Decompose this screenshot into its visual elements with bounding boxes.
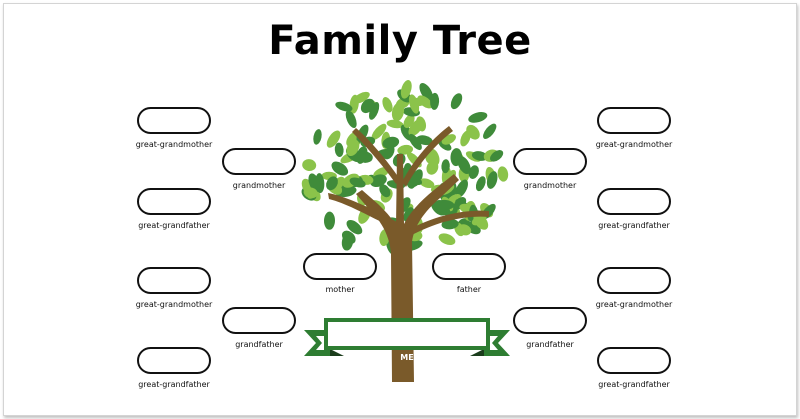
leaf <box>335 101 353 112</box>
leaf <box>313 129 322 145</box>
right-great-grandfather-top-label: great-grandfather <box>598 221 670 230</box>
left-great-grandmother-bottom-label: great-grandmother <box>135 300 213 309</box>
tree-branch-right <box>408 210 489 236</box>
tree-branch-upper-left <box>352 128 399 184</box>
leaf <box>302 159 317 172</box>
mother-label: mother <box>325 285 355 294</box>
left-great-grandmother-top-box[interactable] <box>137 107 211 134</box>
leaf <box>382 96 393 113</box>
leaf <box>468 165 479 179</box>
leaf <box>323 211 336 230</box>
leaf <box>371 123 387 140</box>
leaf <box>357 151 373 163</box>
leaf <box>400 79 412 99</box>
right-great-grandfather-bottom-box[interactable] <box>597 347 671 374</box>
leaf <box>408 94 420 114</box>
right-grandmother-label: grandmother <box>523 181 577 190</box>
right-grandfather-box[interactable] <box>513 307 587 334</box>
leaf <box>457 156 471 175</box>
leaf <box>369 174 387 187</box>
leaf <box>427 148 440 166</box>
left-great-grandmother-top-label: great-grandmother <box>135 140 213 149</box>
leaf <box>341 230 356 244</box>
left-grandmother-box[interactable] <box>222 148 296 175</box>
tree-trunk <box>356 154 459 382</box>
leaf <box>345 110 357 129</box>
leaf <box>346 139 360 157</box>
leaf <box>408 133 422 151</box>
leaf <box>483 123 497 139</box>
leaf <box>486 171 498 189</box>
left-great-grandmother-bottom-box[interactable] <box>137 267 211 294</box>
right-great-grandfather-top-box[interactable] <box>597 188 671 215</box>
leaf <box>497 166 509 182</box>
me-label: ME <box>400 353 414 362</box>
leaf <box>438 233 456 246</box>
me-ribbon <box>304 318 510 356</box>
leaf <box>360 98 375 114</box>
leaf <box>438 139 452 151</box>
left-grandfather-box[interactable] <box>222 307 296 334</box>
leaf <box>334 142 344 157</box>
leaf <box>391 102 405 122</box>
leaf <box>349 177 366 188</box>
left-great-grandfather-bottom-label: great-grandfather <box>138 380 210 389</box>
leaf <box>431 200 447 216</box>
leaf <box>326 130 341 148</box>
leaf <box>419 178 435 189</box>
leaf <box>460 130 471 147</box>
leaf <box>386 119 404 129</box>
leaf <box>475 176 486 192</box>
tree-branch-upper-right <box>402 126 453 187</box>
tree-branch-left <box>328 193 397 229</box>
left-great-grandfather-top-label: great-grandfather <box>138 221 210 230</box>
right-great-grandfather-bottom-label: great-grandfather <box>598 380 670 389</box>
leaf <box>441 159 450 174</box>
left-grandmother-label: grandmother <box>232 181 286 190</box>
leaf <box>419 83 433 101</box>
left-great-grandfather-top-box[interactable] <box>137 188 211 215</box>
family-tree-chart: Family Tree ME great-grandmother great-g… <box>3 3 797 416</box>
leaf <box>331 161 349 176</box>
left-grandfather-label: grandfather <box>235 340 283 349</box>
leaf <box>369 102 380 120</box>
leaf <box>473 213 489 230</box>
left-great-grandfather-bottom-box[interactable] <box>137 347 211 374</box>
leaf <box>352 91 370 104</box>
leaf <box>430 92 440 110</box>
father-label: father <box>456 285 482 294</box>
right-great-grandmother-top-label: great-grandmother <box>595 140 673 149</box>
leaf <box>441 219 459 230</box>
leaf <box>337 186 357 198</box>
leaf <box>490 150 504 162</box>
right-grandmother-box[interactable] <box>513 148 587 175</box>
leaf <box>303 187 318 199</box>
tree-illustration <box>301 79 510 382</box>
father-box[interactable] <box>432 253 506 280</box>
leaf <box>346 220 363 235</box>
right-great-grandmother-bottom-label: great-grandmother <box>595 300 673 309</box>
mother-box[interactable] <box>303 253 377 280</box>
leaf <box>468 112 488 123</box>
leaf <box>308 173 321 193</box>
right-great-grandmother-top-box[interactable] <box>597 107 671 134</box>
leaf <box>403 114 415 128</box>
leaf <box>379 184 391 198</box>
right-grandfather-label: grandfather <box>526 340 574 349</box>
leaf <box>382 136 400 149</box>
leaf <box>450 93 463 110</box>
chart-title: Family Tree <box>268 18 532 64</box>
right-great-grandmother-bottom-box[interactable] <box>597 267 671 294</box>
leaf <box>326 176 338 191</box>
leaf <box>455 179 468 198</box>
leaf <box>408 119 424 137</box>
leaf <box>471 151 488 161</box>
